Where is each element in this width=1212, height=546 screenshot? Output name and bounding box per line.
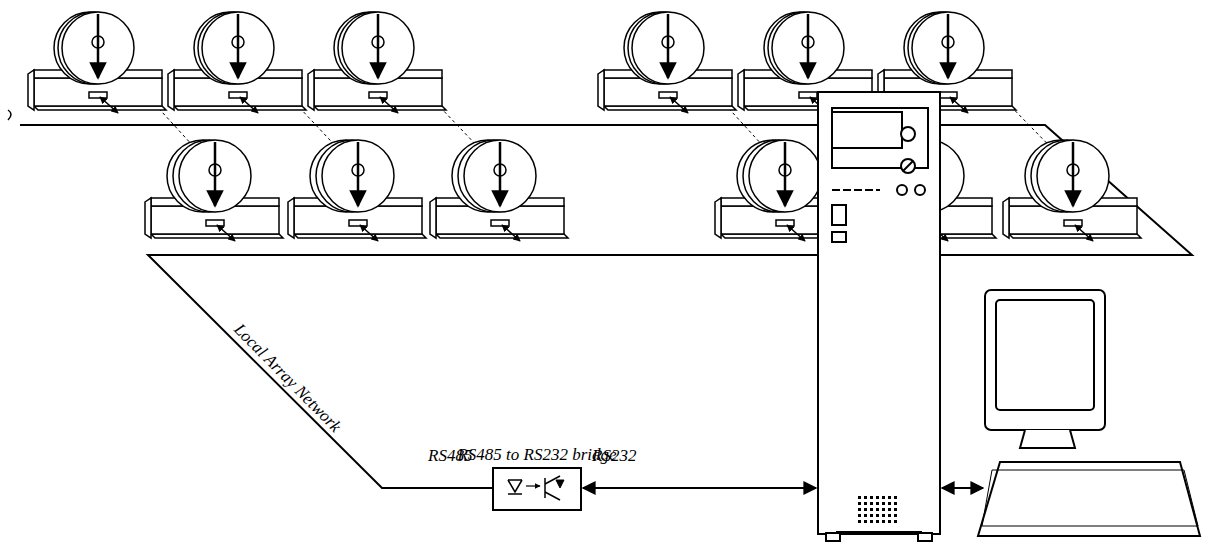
monitor-keyboard — [978, 290, 1200, 536]
network-label: Local Array Network — [230, 320, 344, 436]
bridge-box: RS485 to RS232 bridge — [492, 467, 582, 511]
signal-label: RS485 — [428, 447, 472, 466]
wheel-units — [28, 12, 1141, 241]
bus-line — [8, 110, 1192, 488]
signal-label: RS232 — [592, 447, 636, 466]
bridge-symbol — [508, 476, 564, 500]
computer-tower — [818, 92, 940, 541]
tower-grille — [858, 496, 897, 523]
